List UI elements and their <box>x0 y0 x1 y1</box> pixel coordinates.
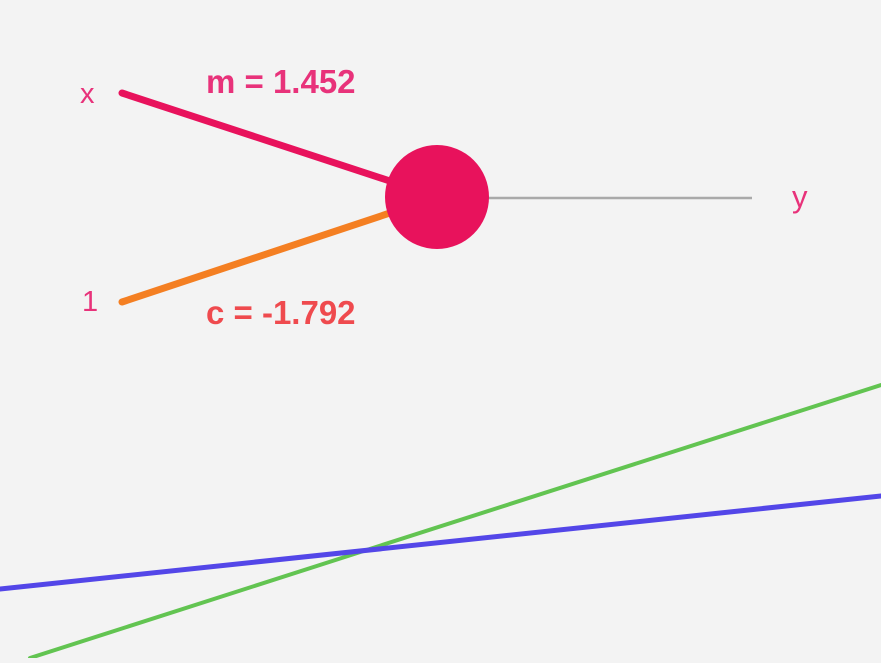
input-x-label: x <box>80 78 95 110</box>
bias-c-connection <box>118 204 409 306</box>
weight-m-label: m = 1.452 <box>206 63 356 100</box>
neuron-node <box>385 145 489 249</box>
weight-m-connection <box>118 89 409 190</box>
bias-c-label: c = -1.792 <box>206 294 356 331</box>
green-line <box>28 383 881 660</box>
blue-line <box>0 493 881 592</box>
output-y-label: y <box>792 179 808 214</box>
input-bias-label: 1 <box>82 286 98 318</box>
